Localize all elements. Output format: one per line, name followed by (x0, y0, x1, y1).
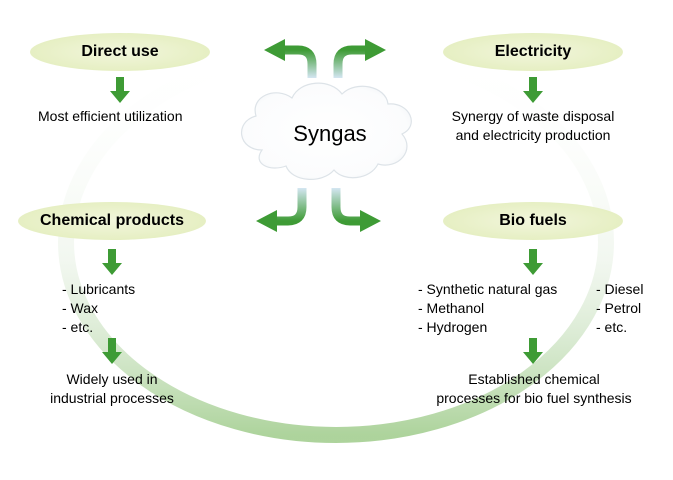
bio-fuels-list-right: - Diesel - Petrol - etc. (596, 280, 643, 337)
list-item: - Synthetic natural gas (418, 281, 558, 297)
chemical-products-result-line: Widely used in (66, 371, 158, 387)
electricity-result: Synergy of waste disposal and electricit… (433, 107, 633, 145)
arrow-down-icon (523, 338, 543, 364)
list-item: - Lubricants (62, 281, 136, 297)
curved-arrows (256, 39, 386, 232)
electricity-pill: Electricity (443, 33, 623, 71)
electricity-result-line: Synergy of waste disposal (451, 108, 615, 124)
arrow-down-icon (523, 249, 543, 275)
arrow-down-icon (102, 249, 122, 275)
chemical-products-result-line: industrial processes (50, 390, 174, 406)
list-item: - Petrol (596, 300, 642, 316)
bio-fuels-pill: Bio fuels (443, 202, 623, 240)
arrow-down-icon (523, 77, 543, 103)
arrow-down-icon (110, 77, 130, 103)
syngas-cloud (240, 82, 412, 180)
list-item: - etc. (596, 319, 628, 335)
electricity-result-line: and electricity production (455, 127, 611, 143)
direct-use-result: Most efficient utilization (38, 108, 183, 124)
chemical-products-result: Widely used in industrial processes (22, 370, 202, 408)
list-item: - Diesel (596, 281, 644, 297)
chemical-products-list: - Lubricants - Wax - etc. (62, 280, 135, 337)
list-item: - Methanol (418, 300, 485, 316)
chemical-products-pill: Chemical products (18, 202, 206, 240)
bio-fuels-result-line: processes for bio fuel synthesis (436, 390, 632, 406)
syngas-label: Syngas (293, 121, 367, 146)
list-item: - etc. (62, 319, 94, 335)
list-item: - Hydrogen (418, 319, 488, 335)
direct-use-pill: Direct use (30, 33, 210, 71)
bio-fuels-result-line: Established chemical (468, 371, 600, 387)
list-item: - Wax (62, 300, 99, 316)
bio-fuels-result: Established chemical processes for bio f… (414, 370, 654, 408)
arrow-down-icon (102, 338, 122, 364)
background-ring (58, 41, 614, 443)
bio-fuels-list-left: - Synthetic natural gas - Methanol - Hyd… (418, 280, 557, 337)
